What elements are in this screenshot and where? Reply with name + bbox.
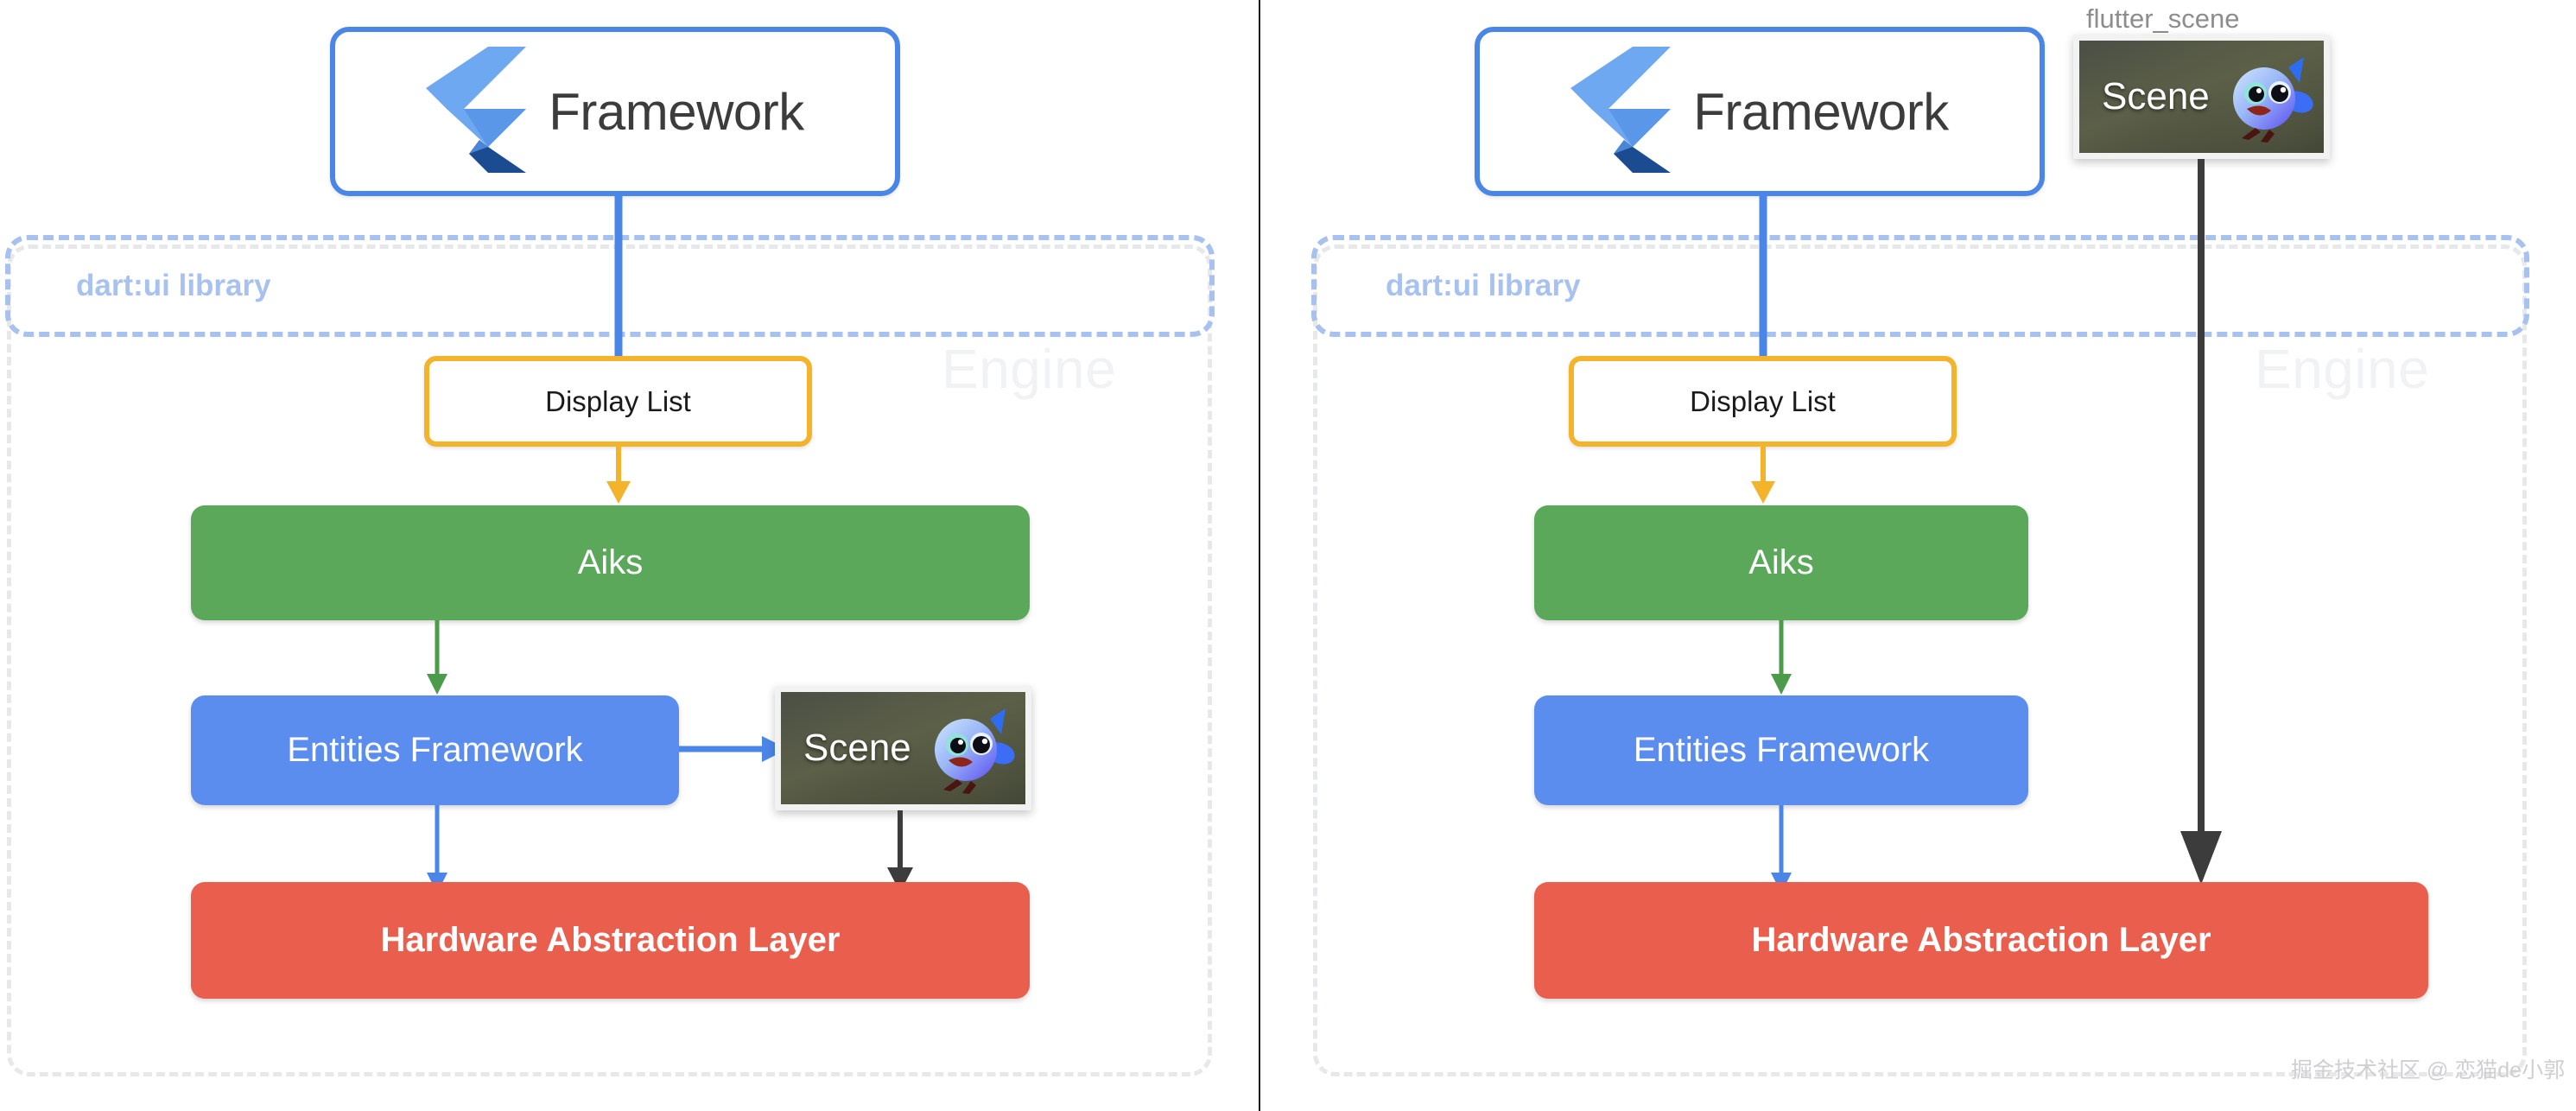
hal-label-right: Hardware Abstraction Layer: [1751, 921, 2211, 959]
flutter-logo-icon: [426, 45, 530, 179]
dash-bird-icon: [2232, 57, 2313, 143]
entities-node-right[interactable]: Entities Framework: [1534, 695, 2028, 805]
scene-thumbnail-left[interactable]: Scene: [775, 686, 1031, 810]
arrow-aiks-to-entities-left: [427, 620, 447, 695]
hal-label-left: Hardware Abstraction Layer: [380, 921, 841, 959]
display-list-label-left: Display List: [545, 384, 691, 417]
hal-node-left[interactable]: Hardware Abstraction Layer: [191, 882, 1030, 999]
display-list-label-right: Display List: [1690, 384, 1836, 417]
panel-left: Engine dart:ui library Framework Display: [0, 0, 1258, 1111]
framework-node-right[interactable]: Framework: [1475, 27, 2045, 196]
aiks-label-left: Aiks: [577, 543, 644, 581]
dash-bird-icon: [934, 708, 1015, 794]
engine-container-right: [1313, 244, 2527, 1076]
panel-divider: [1259, 0, 1260, 1111]
arrow-display-to-aiks-right: [1751, 447, 1775, 504]
framework-label-left: Framework: [549, 82, 804, 141]
arrow-display-to-aiks-left: [606, 447, 631, 504]
display-list-node-left[interactable]: Display List: [424, 356, 812, 447]
entities-node-left[interactable]: Entities Framework: [191, 695, 679, 805]
aiks-node-right[interactable]: Aiks: [1534, 505, 2028, 620]
engine-label-left: Engine: [942, 338, 1117, 400]
watermark: 掘金技术社区 @ 恋猫de小郭: [2291, 1058, 2566, 1082]
dartui-label-right: dart:ui library: [1386, 269, 1581, 302]
display-list-node-right[interactable]: Display List: [1569, 356, 1957, 447]
dartui-container-right: [1311, 235, 2529, 337]
hal-node-right[interactable]: Hardware Abstraction Layer: [1534, 882, 2428, 999]
dartui-container-left: [5, 235, 1215, 337]
arrow-flutterscene-to-hal-right: [2180, 159, 2222, 885]
scene-label-left: Scene: [803, 727, 911, 769]
scene-label-right: Scene: [2102, 75, 2210, 117]
entities-label-right: Entities Framework: [1633, 731, 1930, 769]
dartui-label-left: dart:ui library: [76, 269, 271, 302]
engine-label-right: Engine: [2255, 338, 2430, 400]
entities-label-left: Entities Framework: [287, 731, 583, 769]
flutter-scene-caption: flutter_scene: [2086, 3, 2240, 34]
aiks-node-left[interactable]: Aiks: [191, 505, 1030, 620]
scene-thumbnail-right[interactable]: Scene: [2073, 35, 2330, 159]
scene-preview-left: Scene: [781, 692, 1025, 804]
arrow-aiks-to-entities-right: [1771, 620, 1792, 695]
panel-right: Engine dart:ui library Framework Display: [1263, 0, 2576, 1111]
framework-label-right: Framework: [1693, 82, 1949, 141]
flutter-logo-icon: [1570, 45, 1674, 179]
arrow-scene-to-hal-left: [887, 810, 913, 892]
framework-node-left[interactable]: Framework: [330, 27, 900, 196]
aiks-label-right: Aiks: [1748, 543, 1814, 581]
scene-preview-right: Scene: [2079, 41, 2324, 153]
engine-container-left: [7, 244, 1212, 1076]
